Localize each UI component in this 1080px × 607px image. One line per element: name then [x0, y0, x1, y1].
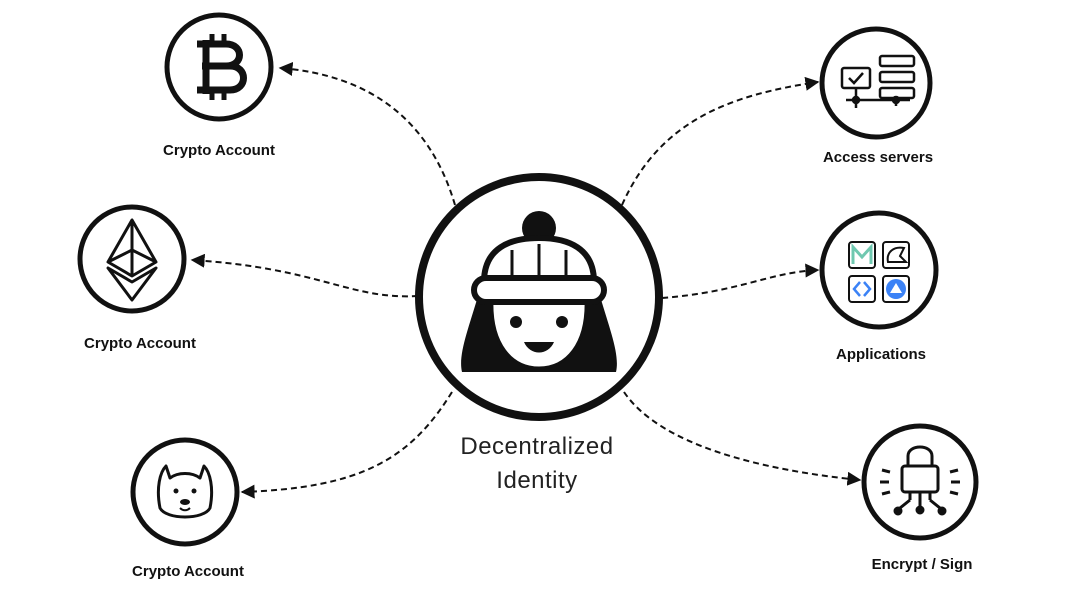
node-bitcoin [164, 12, 274, 122]
connector-bitcoin [278, 62, 456, 206]
connector-doge [240, 391, 453, 499]
node-ethereum [77, 204, 187, 314]
bitcoin-icon [197, 34, 247, 100]
app-grid-icon [848, 241, 910, 303]
label-servers: Access servers [822, 149, 934, 166]
connector-ethereum [190, 253, 419, 298]
center-label-line2: Identity [496, 467, 578, 494]
label-encrypt: Encrypt / Sign [871, 556, 973, 573]
label-bitcoin: Crypto Account [163, 142, 275, 159]
ethereum-icon [106, 218, 158, 302]
label-apps: Applications [835, 346, 927, 363]
connector-apps [661, 263, 820, 299]
node-apps [819, 210, 939, 330]
server-rack-icon [840, 54, 916, 108]
center-label-line1: Decentralized [460, 433, 614, 460]
label-doge: Crypto Account [132, 563, 244, 580]
label-ethereum: Crypto Account [84, 335, 196, 352]
node-doge [130, 437, 240, 547]
center-label: Decentralized Identity [417, 430, 657, 498]
doge-icon [156, 464, 214, 519]
connector-servers [621, 76, 820, 206]
center-node [415, 173, 663, 421]
node-encrypt [861, 423, 979, 541]
padlock-circuit-icon [880, 445, 960, 516]
person-beanie-avatar-icon [461, 211, 617, 372]
node-servers [819, 26, 933, 140]
connector-encrypt [623, 391, 862, 486]
